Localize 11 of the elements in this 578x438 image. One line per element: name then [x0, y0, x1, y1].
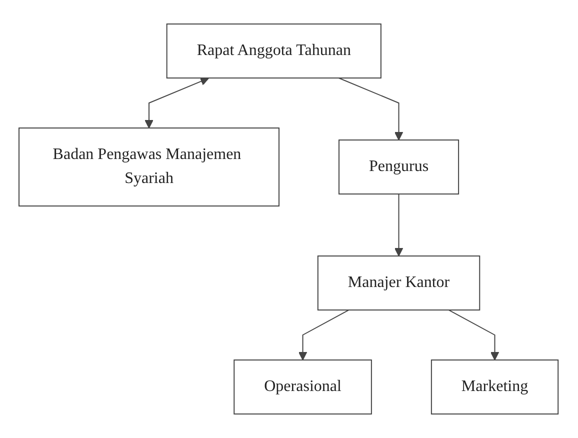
- arrow: [394, 194, 404, 256]
- node-box: Operasional: [234, 359, 372, 414]
- arrow: [298, 310, 350, 360]
- node-box: Marketing: [431, 359, 560, 414]
- arrow: [145, 77, 210, 128]
- node-box: Pengurus: [338, 140, 460, 194]
- node-box: Badan Pengawas Manajemen Syariah: [18, 128, 280, 206]
- arrow: [448, 310, 500, 360]
- node-box: Rapat Anggota Tahunan: [166, 24, 382, 78]
- node-box: Manajer Kantor: [318, 256, 481, 310]
- arrow: [338, 78, 404, 140]
